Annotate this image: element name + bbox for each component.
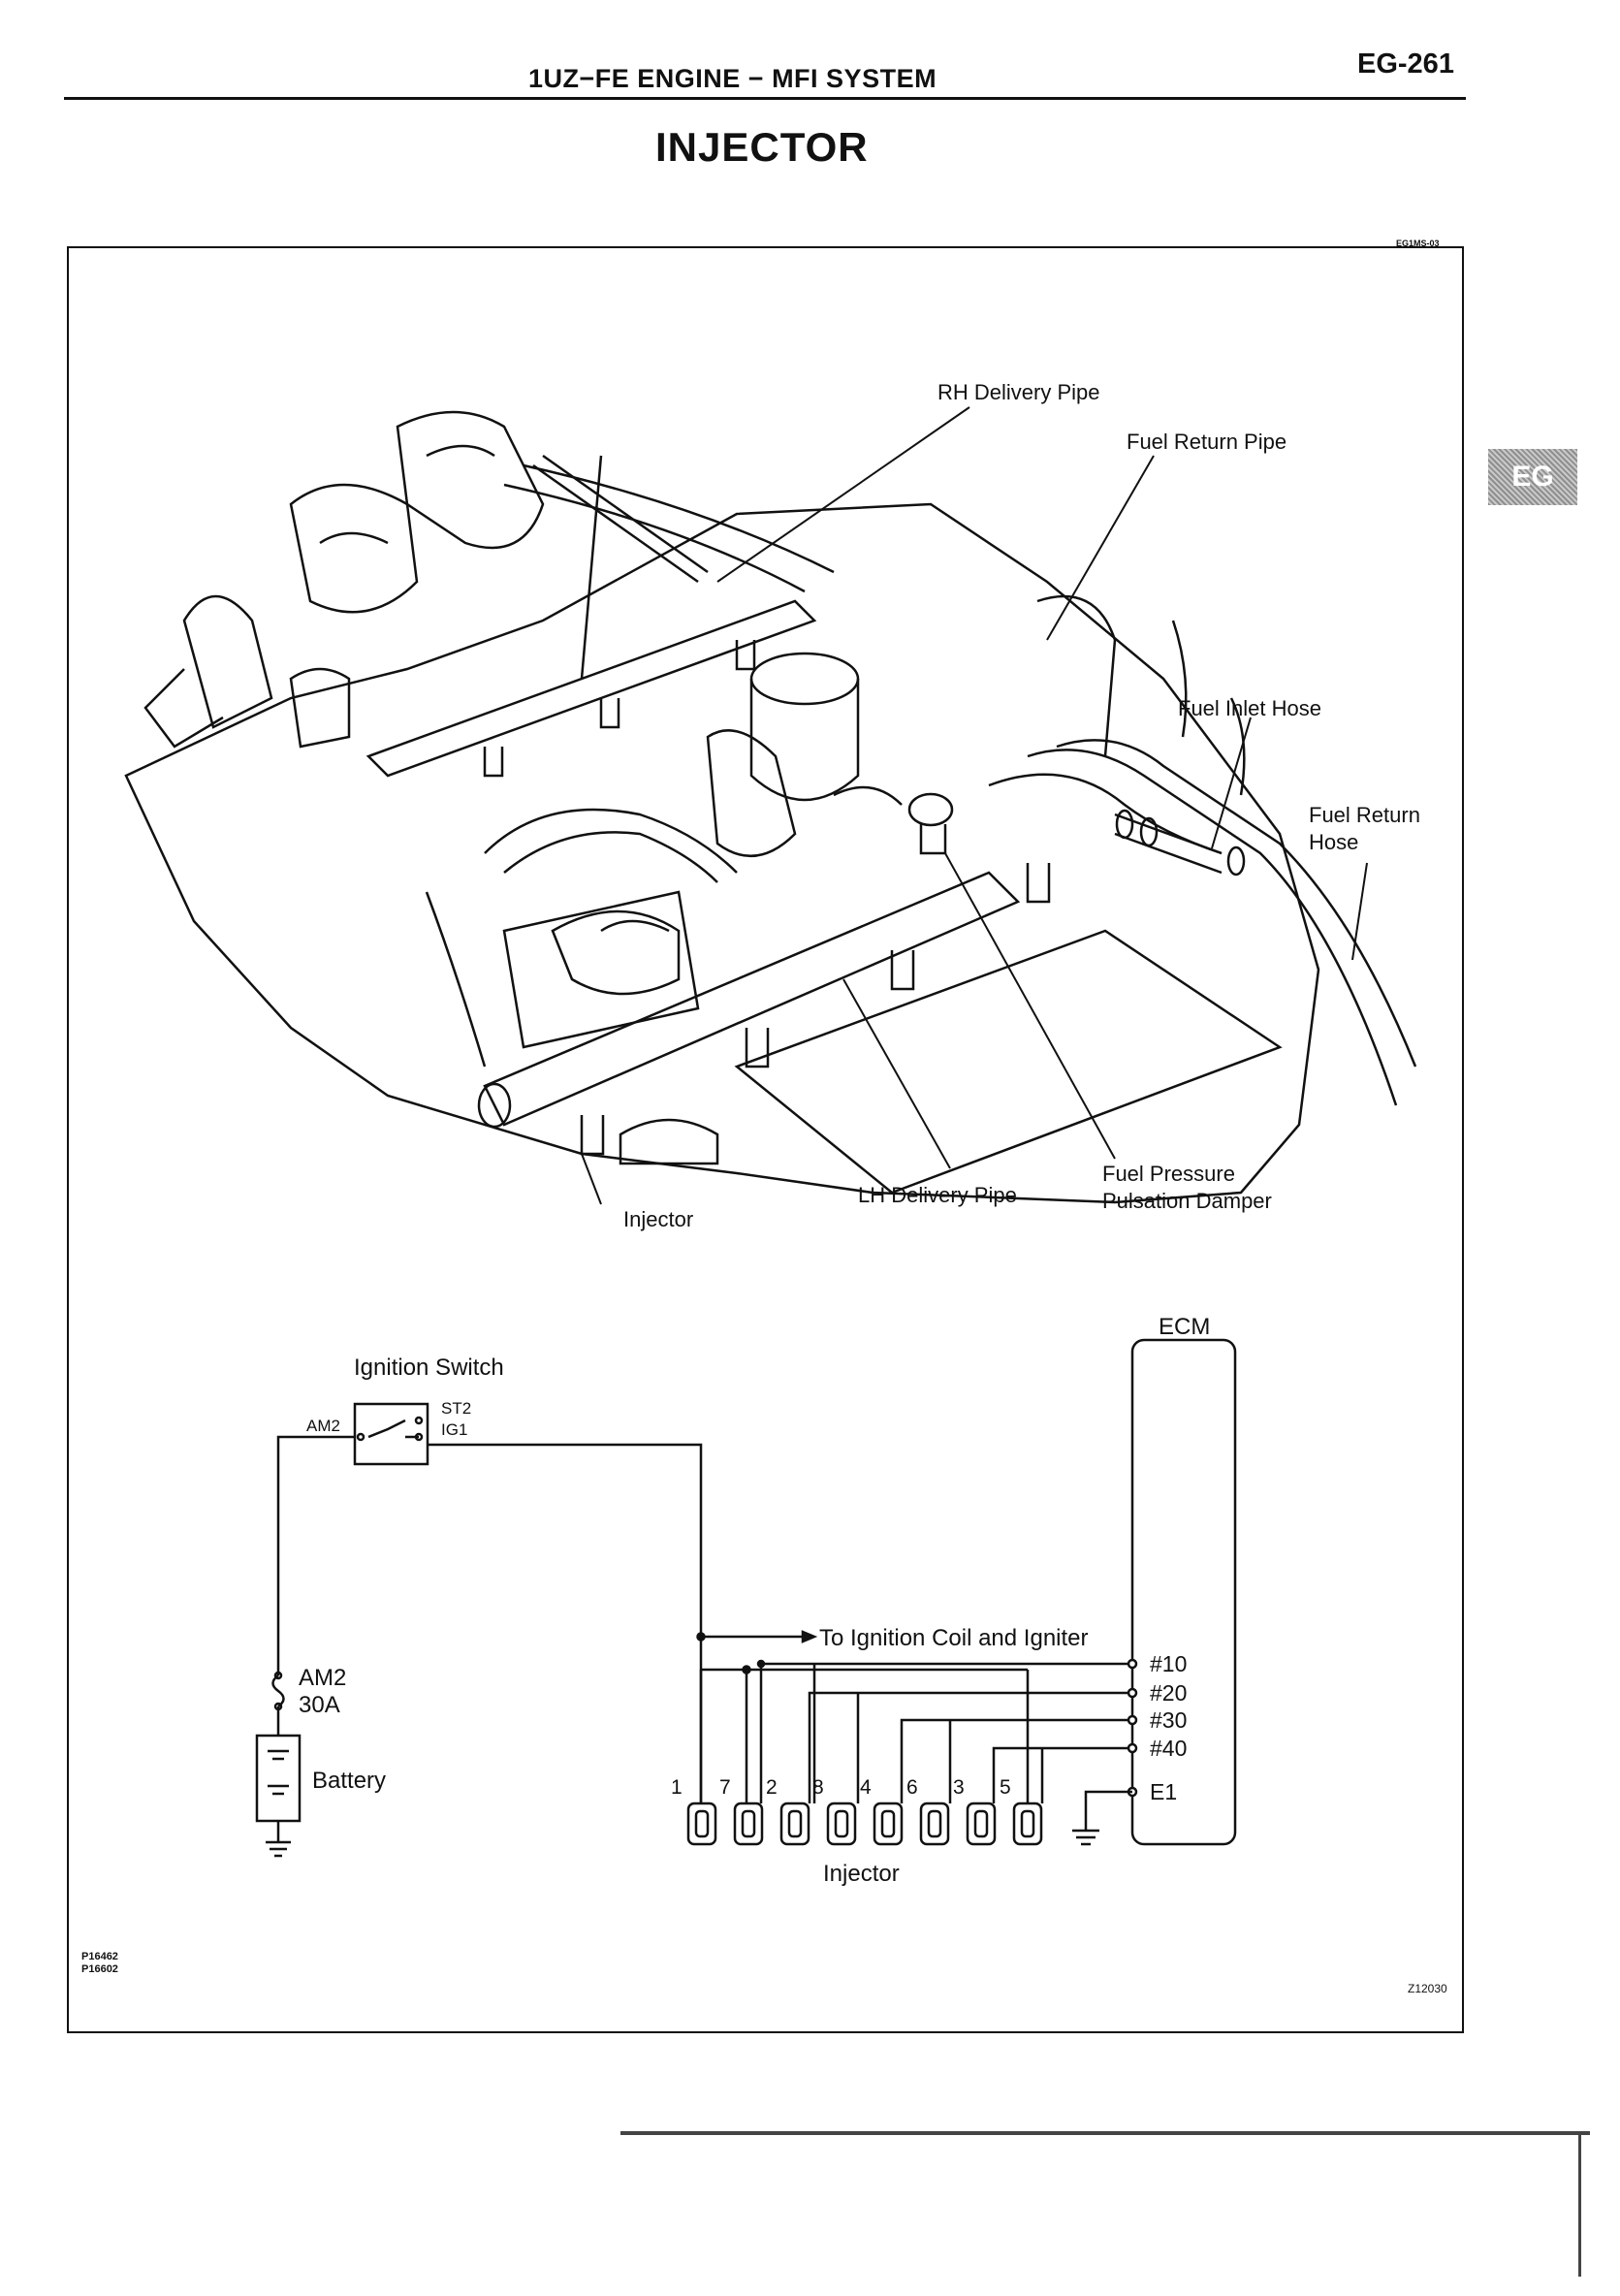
injector-7 — [733, 1802, 764, 1846]
label-fuel-return-pipe: Fuel Return Pipe — [1127, 430, 1286, 454]
ecm-pin-40: #40 — [1150, 1736, 1187, 1761]
label-fuel-return-hose-line1: Fuel Return — [1309, 803, 1420, 827]
injector-6 — [919, 1802, 950, 1846]
figure-code-top: EG1MS-03 — [1396, 239, 1440, 248]
figure-code-left-2: P16602 — [81, 1963, 118, 1975]
page-bottom-edge — [1578, 2131, 1581, 2277]
label-to-ignition-coil: To Ignition Coil and Igniter — [819, 1625, 1089, 1651]
label-battery: Battery — [312, 1768, 386, 1794]
label-rh-delivery-pipe: RH Delivery Pipe — [937, 380, 1100, 404]
header-title: 1UZ−FE ENGINE − MFI SYSTEM — [528, 64, 937, 93]
header-rule — [64, 97, 1466, 100]
label-ecm: ECM — [1159, 1314, 1210, 1340]
wiring-diagram — [255, 1338, 1237, 1858]
figure-code-right: Z12030 — [1408, 1982, 1447, 1995]
injector-2 — [779, 1802, 810, 1846]
injector-3 — [966, 1802, 997, 1846]
label-fuse-name: AM2 — [299, 1665, 346, 1691]
engine-leader-lines — [581, 406, 1368, 1205]
injector-number-2: 2 — [766, 1776, 778, 1799]
engine-illustration — [124, 410, 1417, 1204]
fuse-symbol — [271, 1674, 285, 1708]
label-ignition-switch: Ignition Switch — [354, 1355, 504, 1381]
label-lh-delivery-pipe: LH Delivery Pipe — [858, 1183, 1017, 1207]
injector-row — [686, 1802, 1043, 1846]
injector-number-3: 3 — [953, 1776, 965, 1799]
injector-number-1: 1 — [671, 1776, 683, 1799]
figure-codes-left: P16462 P16602 — [81, 1951, 118, 1976]
section-tab[interactable]: EG — [1488, 449, 1577, 505]
ecm-pin-10: #10 — [1150, 1651, 1187, 1676]
label-am2-terminal: AM2 — [306, 1417, 340, 1435]
label-st2-terminal: ST2 — [441, 1399, 471, 1418]
label-injector-engine: Injector — [623, 1207, 693, 1231]
page-number: EG-261 — [1357, 48, 1454, 80]
battery-box — [255, 1734, 302, 1823]
ecm-box — [1130, 1338, 1237, 1846]
injector-8 — [826, 1802, 857, 1846]
ecm-pin-30: #30 — [1150, 1707, 1187, 1733]
page-title: INJECTOR — [655, 124, 869, 170]
injector-5 — [1012, 1802, 1043, 1846]
figure-code-left-1: P16462 — [81, 1951, 118, 1962]
ignition-switch-box — [353, 1402, 429, 1466]
label-fuel-pressure-line1: Fuel Pressure — [1102, 1162, 1235, 1186]
ecm-pin-20: #20 — [1150, 1680, 1187, 1706]
figure-frame — [67, 246, 1464, 2033]
injector-4 — [873, 1802, 904, 1846]
injector-number-4: 4 — [860, 1776, 872, 1799]
page-bottom-rule — [620, 2131, 1590, 2135]
label-ig1-terminal: IG1 — [441, 1420, 467, 1439]
injector-number-7: 7 — [719, 1776, 731, 1799]
label-injector-circuit: Injector — [823, 1861, 900, 1887]
injector-1 — [686, 1802, 717, 1846]
injector-number-5: 5 — [1000, 1776, 1011, 1799]
ecm-pin-e1: E1 — [1150, 1779, 1177, 1804]
label-fuel-return-hose-line2: Hose — [1309, 830, 1358, 854]
label-fuel-inlet-hose: Fuel Inlet Hose — [1178, 696, 1321, 720]
label-fuse-rating: 30A — [299, 1692, 340, 1718]
injector-number-8: 8 — [812, 1776, 824, 1799]
label-fuel-pressure-line2: Pulsation Damper — [1102, 1189, 1272, 1213]
injector-number-6: 6 — [906, 1776, 918, 1799]
